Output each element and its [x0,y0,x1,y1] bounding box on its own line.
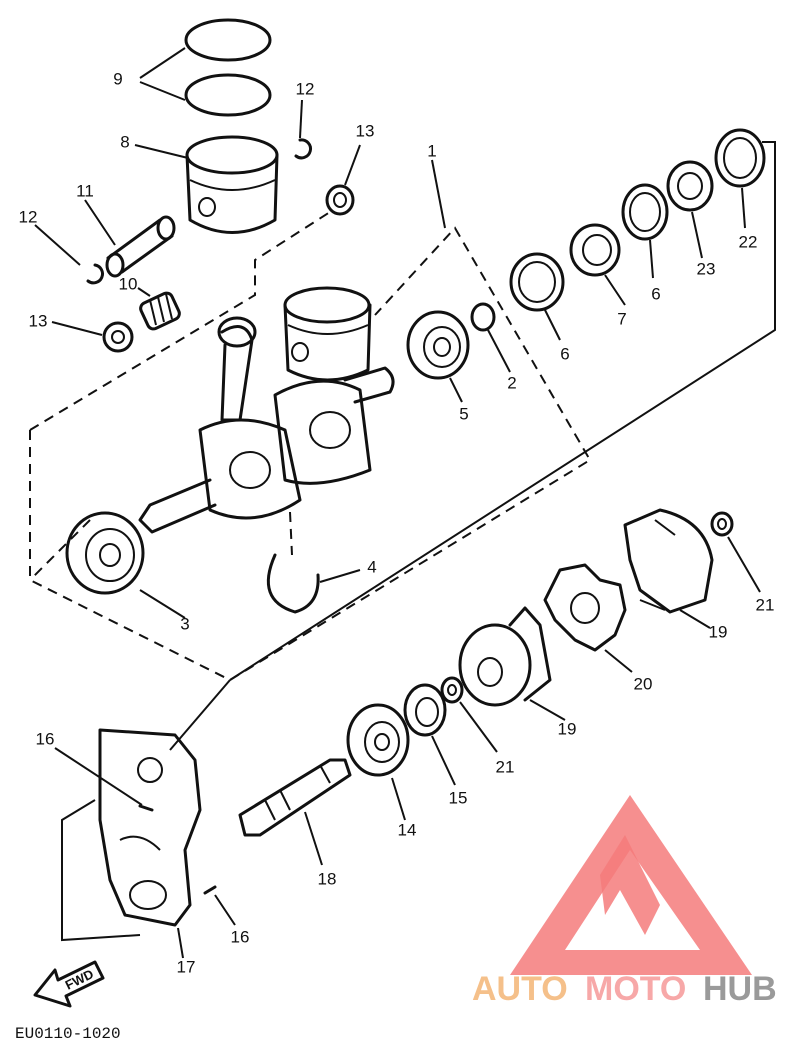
coupling-19-lower [458,606,552,707]
bearing-15 [403,683,447,737]
callout-15: 15 [449,788,468,807]
logo-text-moto: MOTO [585,970,686,1008]
diagram-code: EU0110-1020 [15,1025,121,1043]
callout-12-left: 12 [19,207,38,226]
oil-seal-6-lower [509,252,565,312]
gasket-dashed-outline [61,799,141,942]
bearing-7 [569,223,621,277]
logo-m-mark [600,835,660,935]
washer-left [102,321,134,353]
connecting-rod [220,325,254,422]
callout-16-upper: 16 [36,729,55,748]
snap-ring [266,553,320,614]
callout-12-right: 12 [296,79,315,98]
crank-to-bearing-dashed-line [29,519,91,581]
bearing-5 [406,310,470,380]
callout-1: 1 [427,141,436,160]
crankshaft [138,316,395,534]
callout-numbers: 1 2 3 4 5 6 6 7 8 9 10 11 12 12 13 13 14… [19,69,775,976]
callout-2: 2 [507,373,516,392]
callout-16-lower: 16 [231,927,250,946]
callout-20: 20 [634,674,653,693]
needle-bearing [139,291,181,331]
dowel-pin-upper [138,804,154,812]
rubber-damper-20 [543,563,627,652]
washer-right [325,184,355,216]
callout-4: 4 [367,557,376,576]
assembled-piston [283,286,372,382]
callout-7: 7 [617,309,626,328]
callout-13-right: 13 [356,121,375,140]
callout-18: 18 [318,869,337,888]
circlip-right [294,138,312,160]
bearing-3 [65,511,145,595]
bearing-23 [666,160,714,212]
circlip-left [86,263,104,285]
callout-3: 3 [180,614,189,633]
callout-5: 5 [459,404,468,423]
drive-shaft-18 [238,758,352,837]
logo-text-auto: AUTO [472,970,568,1008]
callout-9: 9 [113,69,122,88]
seal-side-dashed-line [229,141,776,681]
washer-21-lower [440,676,464,704]
piston-pin [105,215,176,278]
crankshaft-taper-end [138,478,217,534]
callout-23: 23 [697,259,716,278]
piston-rings [184,18,272,117]
callout-21-upper: 21 [756,595,775,614]
piston-ring-top [184,18,272,62]
fwd-arrow-icon: FWD [33,960,105,1008]
callout-13-left: 13 [29,311,48,330]
piston [185,135,279,234]
callout-19-upper: 19 [709,622,728,641]
gasket-17 [98,728,202,927]
crank-to-gasket-line [169,679,231,751]
oil-seal-6-upper [621,183,669,241]
callout-22: 22 [739,232,758,251]
logo-text-hub: HUB [703,970,777,1008]
washer-21-upper [710,511,734,537]
o-ring-2 [470,302,496,332]
coupling-19-upper [623,508,714,614]
oil-seal-22 [714,128,766,188]
dowel-pin-lower [203,885,217,895]
bearing-14 [346,703,410,777]
crank-assembly-dashed-outline [29,226,592,682]
callout-14: 14 [398,820,417,839]
callout-8: 8 [120,132,129,151]
callout-21-lower: 21 [496,757,515,776]
crank-to-piston-dashed-line [29,211,331,431]
callout-11: 11 [76,181,94,200]
automotohub-logo: AUTO MOTO HUB [472,795,777,1008]
callout-10: 10 [119,274,138,293]
callout-6-upper: 6 [651,284,660,303]
callout-6-lower: 6 [560,344,569,363]
piston-ring-bottom [184,73,272,117]
callout-17: 17 [177,957,196,976]
callout-19-lower: 19 [558,719,577,738]
leader-lines [34,47,761,959]
